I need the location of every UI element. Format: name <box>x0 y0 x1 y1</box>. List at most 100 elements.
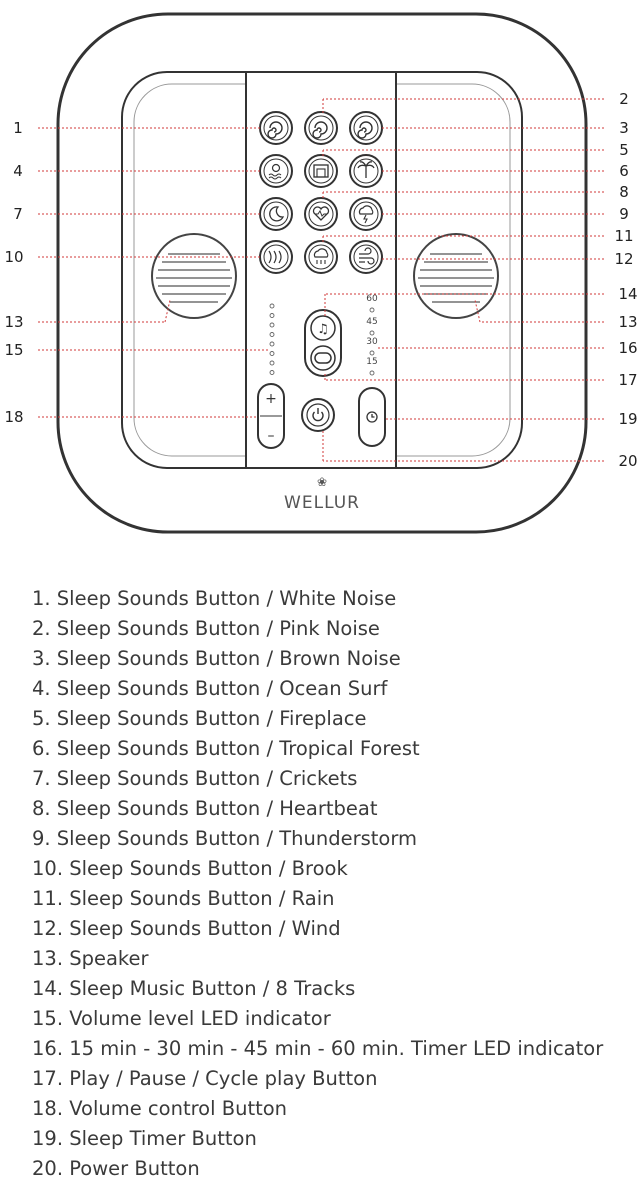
sound-button-4[interactable] <box>259 154 293 188</box>
callout-number: 18 <box>4 408 23 426</box>
callout-8: 8 <box>322 183 629 201</box>
play-pause-cycle-button[interactable] <box>310 345 336 371</box>
volume-led <box>269 303 275 309</box>
sound-button-11[interactable] <box>304 240 338 274</box>
sound-button-9[interactable] <box>349 197 383 231</box>
timer-led <box>369 330 375 336</box>
callout-3: 3 <box>380 119 629 137</box>
heartbeat-icon <box>312 206 330 221</box>
timer-led <box>369 370 375 376</box>
callout-number: 7 <box>13 205 23 223</box>
callout-number: 15 <box>4 341 23 359</box>
power-button[interactable] <box>301 398 335 432</box>
legend-item-20: 20. Power Button <box>32 1157 200 1180</box>
volume-led <box>269 351 275 356</box>
callout-number: 3 <box>619 119 629 137</box>
cycle-icon <box>314 352 332 364</box>
timer-mark-label: 30 <box>366 337 378 347</box>
callout-number: 5 <box>619 141 629 159</box>
volume-led <box>269 313 275 318</box>
brand-name: WELLUR <box>284 493 360 513</box>
swirl-icon <box>312 121 328 139</box>
callout-9: 9 <box>380 205 629 223</box>
callout-number: 1 <box>13 119 23 137</box>
legend-item-12: 12. Sleep Sounds Button / Wind <box>32 917 341 940</box>
clock-icon <box>366 411 378 423</box>
sleep-music-button[interactable]: ♫ <box>310 315 336 341</box>
legend-item-10: 10. Sleep Sounds Button / Brook <box>32 857 348 880</box>
brook-icon <box>268 250 282 264</box>
callout-number: 4 <box>13 162 23 180</box>
callout-number: 2 <box>619 90 629 108</box>
callout-1: 1 <box>13 119 262 137</box>
swirl-icon <box>357 121 373 139</box>
callout-18: 18 <box>4 408 258 426</box>
legend-item-7: 7. Sleep Sounds Button / Crickets <box>32 767 358 790</box>
callout-4: 4 <box>13 162 262 180</box>
callout-14: 14 <box>324 285 638 316</box>
moon-icon <box>269 206 285 222</box>
legend-item-16: 16. 15 min - 30 min - 45 min - 60 min. T… <box>32 1037 604 1060</box>
callout-2: 2 <box>322 90 629 115</box>
sound-button-6[interactable] <box>349 154 383 188</box>
sound-button-10[interactable] <box>259 240 293 274</box>
callout-number: 17 <box>618 371 637 389</box>
timer-mark-label: 60 <box>366 294 378 304</box>
volume-minus-label: – <box>268 428 275 444</box>
volume-plus-label: + <box>265 391 277 407</box>
callout-17: 17 <box>324 371 638 389</box>
callout-15: 15 <box>4 341 268 359</box>
wind-icon <box>359 247 375 265</box>
legend-item-8: 8. Sleep Sounds Button / Heartbeat <box>32 797 378 820</box>
callout-13: 13 <box>4 299 171 331</box>
rain-cloud-icon <box>313 248 329 264</box>
sun-waves-icon <box>268 163 282 180</box>
callout-10: 10 <box>4 248 262 266</box>
callout-number: 13 <box>4 313 23 331</box>
volume-led <box>269 322 275 328</box>
callout-number: 9 <box>619 205 629 223</box>
sound-button-7[interactable] <box>259 197 293 231</box>
sound-button-12[interactable] <box>349 240 383 274</box>
legend-item-2: 2. Sleep Sounds Button / Pink Noise <box>32 617 380 640</box>
sound-button-2[interactable] <box>304 111 338 145</box>
palm-tree-icon <box>357 161 375 178</box>
callout-6: 6 <box>380 162 629 180</box>
callout-20: 20 <box>322 431 638 470</box>
legend-item-6: 6. Sleep Sounds Button / Tropical Forest <box>32 737 420 760</box>
callout-number: 13 <box>618 313 637 331</box>
volume-led <box>269 370 275 375</box>
callout-5: 5 <box>322 141 629 159</box>
lotus-logo: ❀ <box>317 475 327 489</box>
timer-led <box>369 307 375 313</box>
callout-13: 13 <box>474 299 638 331</box>
timer-led <box>369 350 375 356</box>
legend-item-5: 5. Sleep Sounds Button / Fireplace <box>32 707 367 730</box>
legend-item-9: 9. Sleep Sounds Button / Thunderstorm <box>32 827 418 850</box>
sound-button-8[interactable] <box>304 197 338 231</box>
callout-number: 8 <box>619 183 629 201</box>
callout-number: 19 <box>618 410 637 428</box>
swirl-icon <box>267 121 283 139</box>
callout-11: 11 <box>322 227 634 245</box>
speaker-right <box>413 233 499 319</box>
legend-item-4: 4. Sleep Sounds Button / Ocean Surf <box>32 677 388 700</box>
callout-number: 16 <box>618 339 637 357</box>
legend-item-19: 19. Sleep Timer Button <box>32 1127 257 1150</box>
callout-number: 12 <box>614 250 633 268</box>
legend-item-14: 14. Sleep Music Button / 8 Tracks <box>32 977 356 1000</box>
callout-7: 7 <box>13 205 262 223</box>
sound-button-3[interactable] <box>349 111 383 145</box>
legend-item-3: 3. Sleep Sounds Button / Brown Noise <box>32 647 401 670</box>
sleep-timer-button[interactable] <box>358 387 386 447</box>
volume-led <box>269 341 275 347</box>
volume-control-button[interactable]: + – <box>257 383 285 449</box>
fireplace-icon <box>313 164 329 178</box>
sound-button-5[interactable] <box>304 154 338 188</box>
callout-19: 19 <box>385 410 638 428</box>
sound-button-1[interactable] <box>259 111 293 145</box>
timer-mark-label: 45 <box>366 317 377 327</box>
